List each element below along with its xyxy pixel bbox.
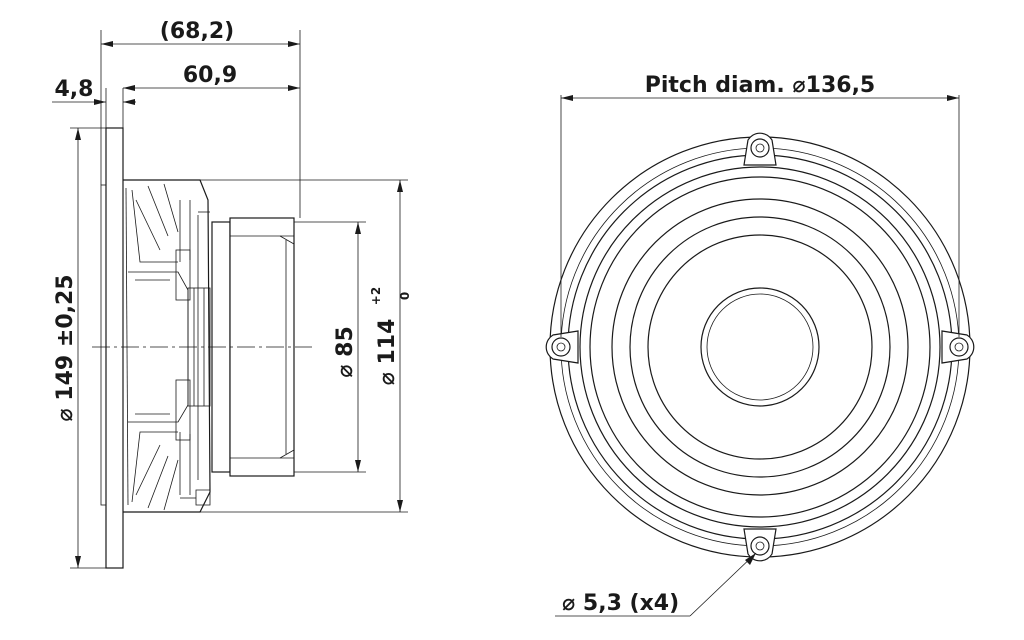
dim-basket-diameter: ⌀ 114 +2 0 [369, 180, 412, 512]
outer-frame-ring [549, 136, 971, 558]
svg-text:Pitch diam. ⌀136,5: Pitch diam. ⌀136,5 [645, 73, 875, 98]
gasket-outer-ring [579, 166, 941, 528]
svg-text:⌀ 149 ±0,25: ⌀ 149 ±0,25 [53, 274, 78, 421]
dust-cap-inner [706, 293, 814, 401]
dim-pitch-diameter: Pitch diam. ⌀136,5 [560, 73, 960, 337]
overall-depth-label: (68,2) [160, 19, 234, 44]
pitch-value: 136,5 [806, 73, 876, 98]
dim-outer-diameter: ⌀ 149 ±0,25 [53, 128, 81, 568]
magnet-diameter-label: 85 [333, 326, 358, 357]
dim-flange-thickness: 4,8 [52, 77, 136, 105]
mounting-hole-left [545, 330, 579, 364]
mounting-hole-bottom [743, 528, 777, 562]
mounting-holes [545, 132, 975, 562]
svg-text:⌀ 85: ⌀ 85 [333, 326, 358, 378]
dim-magnet-diameter: ⌀ 85 [333, 222, 361, 472]
diameter-symbol: ⌀ [562, 591, 575, 616]
basket [123, 179, 211, 513]
dust-cap-outer [700, 287, 820, 407]
pitch-label: Pitch diam. [645, 73, 785, 98]
mounting-hole-right [941, 330, 975, 364]
basket-tol-lower: 0 [398, 292, 412, 300]
basket-diameter-label: 114 [375, 319, 400, 365]
mounting-hole-top [743, 132, 777, 166]
diameter-symbol: ⌀ [375, 372, 400, 385]
diameter-symbol: ⌀ [792, 73, 805, 98]
dim-hole-diameter: ⌀ 5,3 (x4) [555, 552, 757, 617]
dim-overall-depth: (68,2) [101, 19, 300, 47]
surround-inner-ring [611, 198, 909, 496]
front-view: Pitch diam. ⌀136,5 ⌀ 5,3 (x4) [545, 73, 975, 617]
flange-thickness-label: 4,8 [55, 77, 94, 102]
diameter-symbol: ⌀ [53, 408, 78, 421]
outer-diameter-label: 149 ±0,25 [53, 274, 78, 400]
cone-inner-ring [647, 234, 873, 460]
depth-label: 60,9 [183, 63, 237, 88]
pitch-circle [560, 147, 960, 547]
svg-text:⌀ 114: ⌀ 114 [375, 319, 400, 386]
dim-depth: 60,9 [123, 63, 300, 91]
side-view: (68,2) 60,9 4,8 ⌀ 149 ±0,25 [52, 19, 412, 569]
svg-text:⌀ 5,3 (x4): ⌀ 5,3 (x4) [562, 591, 679, 616]
diameter-symbol: ⌀ [333, 365, 358, 378]
surround-outer-ring [589, 176, 931, 518]
hole-label: 5,3 (x4) [583, 591, 679, 616]
flange-inner-ring [567, 154, 953, 540]
front-rings [549, 136, 971, 558]
basket-tol-upper: +2 [369, 287, 383, 305]
flange [100, 127, 124, 569]
cone-outer-ring [629, 216, 891, 478]
extension-lines [70, 30, 408, 569]
